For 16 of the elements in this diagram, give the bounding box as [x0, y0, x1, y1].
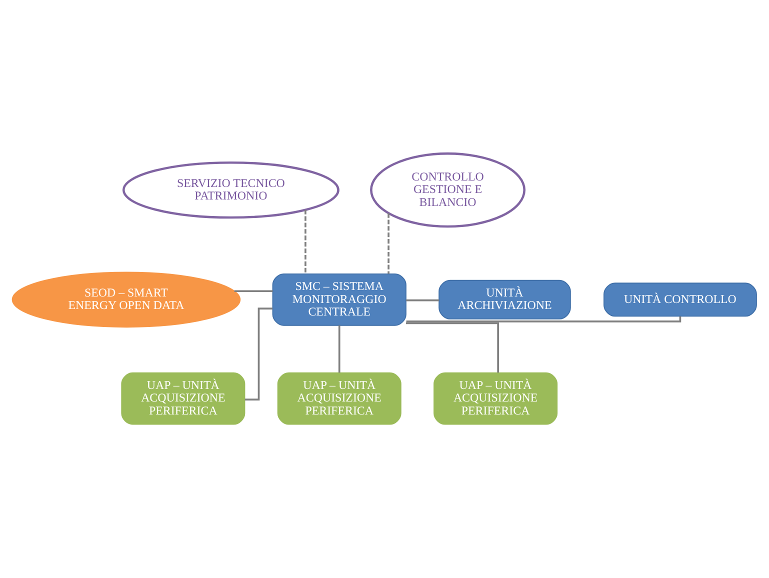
connector — [406, 322, 499, 373]
connector — [304, 210, 306, 274]
node-ellipse: CONTROLLO GESTIONE E BILANCIO — [370, 152, 526, 228]
connector — [406, 299, 440, 302]
connector — [406, 316, 682, 322]
node-box: UAP – UNITÀ ACQUISIZIONE PERIFERICA — [277, 372, 402, 425]
connector — [388, 213, 390, 274]
node-box: UAP – UNITÀ ACQUISIZIONE PERIFERICA — [434, 372, 558, 425]
node-box: UNITÀ CONTROLLO — [604, 282, 757, 317]
node-box: UAP – UNITÀ ACQUISIZIONE PERIFERICA — [121, 372, 246, 425]
connector — [338, 325, 340, 373]
node-box: UNITÀ ARCHIVIAZIONE — [438, 280, 571, 320]
node-ellipse: SEOD – SMART ENERGY OPEN DATA — [12, 272, 241, 328]
node-ellipse: SERVIZIO TECNICO PATRIMONIO — [122, 161, 340, 219]
node-box: SMC – SISTEMA MONITORAGGIO CENTRALE — [272, 273, 406, 326]
connector — [234, 290, 273, 292]
